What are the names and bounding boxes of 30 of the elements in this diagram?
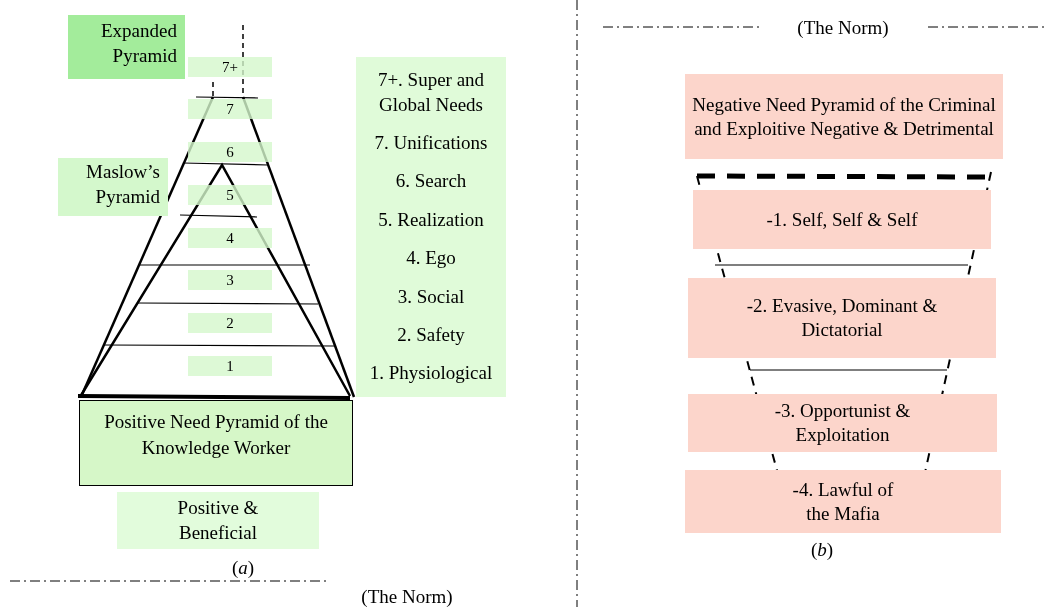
figure-label: (The Norm) bbox=[360, 585, 454, 607]
caption-box: Positive & Beneficial bbox=[117, 492, 319, 549]
level-bar: -4. Lawful of the Mafia bbox=[685, 470, 1001, 533]
callout-label: Maslow’s Pyramid bbox=[58, 158, 168, 216]
level-bar: 2 bbox=[188, 313, 272, 333]
level-label: 7. Unifications bbox=[374, 130, 488, 155]
callout-label: Expanded Pyramid bbox=[68, 15, 185, 79]
level-bar: 7 bbox=[188, 99, 272, 119]
title-box: Positive Need Pyramid of the Knowledge Worker bbox=[79, 400, 353, 486]
level-bar: 4 bbox=[188, 228, 272, 248]
level-label: 4. Ego bbox=[406, 246, 456, 271]
figure-label: (a) bbox=[230, 556, 256, 580]
figure-label: (The Norm) bbox=[796, 16, 890, 40]
level-bar: 7+ bbox=[188, 57, 272, 77]
level-bar: 6 bbox=[188, 142, 272, 162]
level-label: 6. Search bbox=[395, 169, 467, 194]
level-bar: -2. Evasive, Dominant & Dictatorial bbox=[688, 278, 996, 358]
level-list-panel bbox=[356, 57, 506, 397]
title-box: Negative Need Pyramid of the Criminal and Exploitive Negative & Detrimental bbox=[685, 74, 1003, 159]
level-label: 3. Social bbox=[397, 284, 465, 309]
level-label: 1. Physiological bbox=[369, 361, 493, 386]
level-bar: 3 bbox=[188, 270, 272, 290]
level-bar: 5 bbox=[188, 185, 272, 205]
level-label: 2. Safety bbox=[397, 323, 465, 347]
level-bar: -1. Self, Self & Self bbox=[693, 190, 991, 249]
level-bar: 1 bbox=[188, 356, 272, 376]
figure-label: (b) bbox=[809, 538, 835, 562]
level-label: 7+. Super and Global Needs bbox=[376, 67, 486, 117]
level-label: 5. Realization bbox=[378, 207, 484, 232]
level-bar: -3. Opportunist & Exploitation bbox=[688, 394, 997, 452]
